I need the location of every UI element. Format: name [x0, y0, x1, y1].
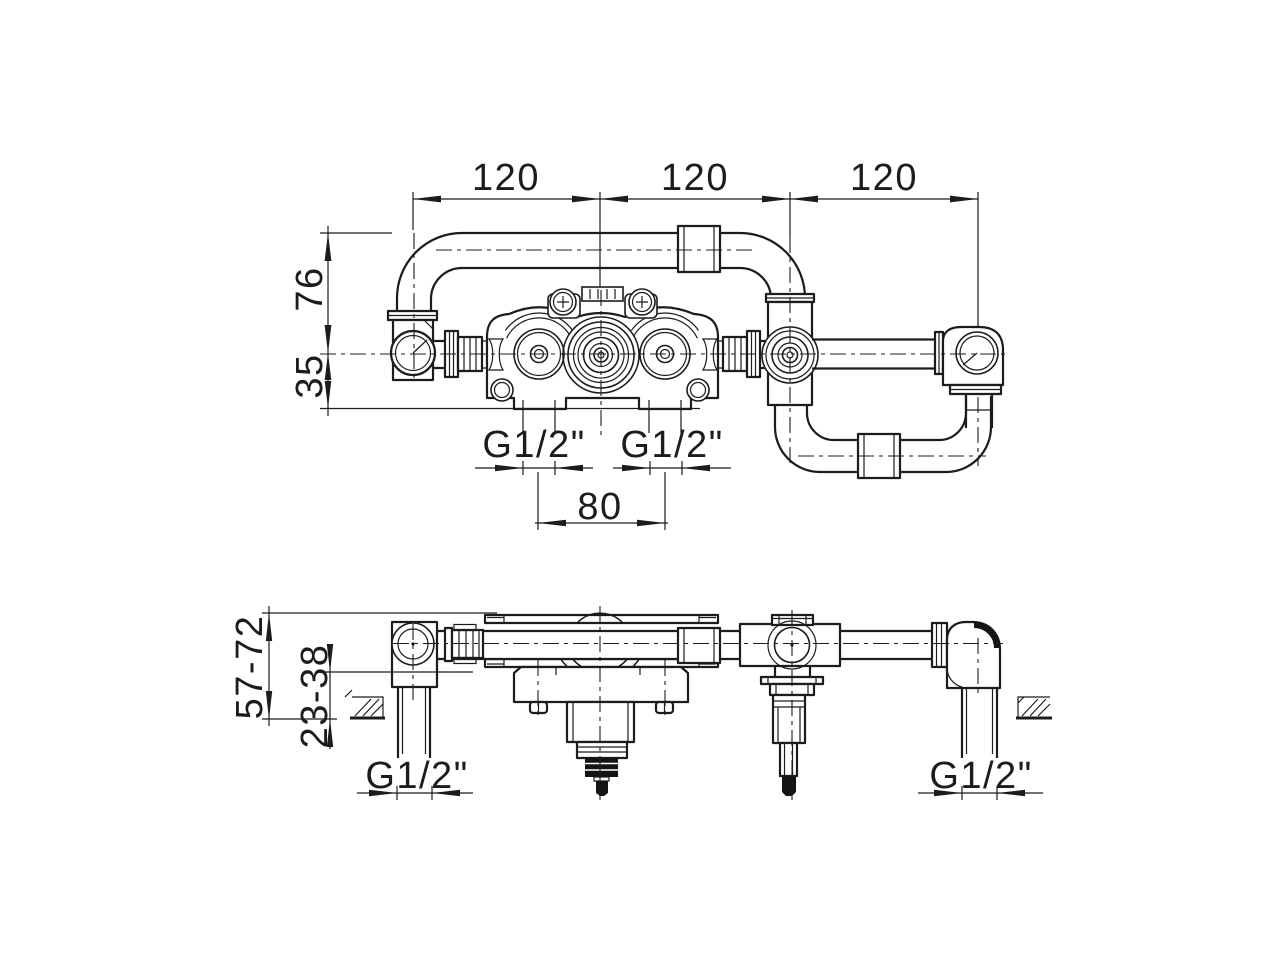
diverter-side-wing-slots: [767, 677, 817, 684]
thread-label-side-right: G1/2": [929, 755, 1032, 797]
side-spindle-nut-lines: [585, 762, 618, 771]
left-inlet-pipe: [396, 687, 432, 758]
diverter-side-tube: [773, 666, 812, 677]
valve-body-side: [512, 665, 690, 796]
thread-label-front-right: G1/2": [620, 424, 723, 466]
bottom-left-screw-inner: [493, 381, 511, 399]
top-pipe-coupling: [676, 224, 722, 274]
dim-label-80: 80: [577, 486, 622, 528]
left-union-pipe: [433, 339, 445, 370]
bottom-right-screw-inner: [689, 381, 707, 399]
side-vertical-centerlines: [412, 606, 979, 800]
wall-left-hatch: [354, 698, 384, 717]
right-elbow-side: [930, 620, 1002, 758]
top-pipe-inner-edge: [429, 266, 773, 312]
dim-label-57-72: 57-72: [229, 615, 271, 720]
dimension-lines: [268, 198, 1043, 794]
wall-section-left: [344, 689, 385, 720]
dim-label-23-38: 23-38: [294, 644, 336, 749]
left-elbow-port-inner: [394, 334, 432, 372]
left-side-tab-bottom: [453, 656, 477, 665]
front-vertical-centerlines: [413, 233, 979, 468]
left-mount-screw-inner: [552, 291, 574, 313]
right-pipe-edges: [812, 338, 935, 370]
dim-label-35: 35: [289, 353, 331, 398]
diverter-side-stem: [778, 741, 799, 778]
wall-left-outline: [344, 689, 384, 718]
diverter-side-spindle-ribs: [773, 700, 805, 743]
top-pipe-outer-edge: [395, 231, 807, 312]
left-mount-screw-cross: [557, 296, 569, 308]
side-spindle-stem: [593, 776, 610, 782]
valve-body-front: [485, 286, 768, 433]
extension-lines: [262, 192, 979, 720]
top-pipe-coupling-lines: [683, 226, 715, 272]
centerlines: [320, 233, 1006, 800]
side-pipe-coupling: [676, 626, 722, 665]
left-elbow-side: [390, 620, 485, 758]
side-pipe-coupling-lines: [683, 628, 715, 663]
leg-thread-lines: [522, 400, 682, 433]
top-boss-ticks: [589, 289, 616, 299]
right-side-flange-lines: [935, 623, 943, 667]
wall-right-hatch: [1021, 698, 1051, 717]
right-mount-screw-inner: [631, 291, 653, 313]
right-elbow-inner-arc: [946, 666, 963, 688]
diverter-side-tip: [782, 776, 796, 796]
left-elbow-chamfer: [423, 319, 434, 330]
escutcheon-arcs: [504, 312, 700, 339]
side-spindle-collar: [575, 740, 629, 760]
right-outlet-pipe-walls: [965, 688, 994, 754]
wall-section-right: [1016, 696, 1052, 720]
right-elbow-port-inner: [959, 335, 995, 371]
right-clamp-slot: [701, 338, 719, 371]
right-outlet-pipe: [960, 688, 999, 758]
side-top-plate: [483, 613, 720, 625]
dim-label-120-left: 120: [472, 157, 540, 199]
left-elbow-radius-mark: [412, 339, 428, 354]
right-drop-pipe: [964, 394, 994, 428]
thread-label-side-left: G1/2": [365, 755, 468, 797]
right-elbow-radius-mark: [962, 352, 978, 366]
side-mid-block: [512, 665, 690, 704]
right-elbow-front: [812, 325, 1005, 428]
dim-label-120-center: 120: [661, 157, 729, 199]
right-elbow-shadow-arc: [973, 622, 1000, 649]
dimensions: 120 120 120 76 35 G1/2" G1/2" 80 57-72 2…: [229, 157, 1043, 800]
dimension-arrows: [265, 195, 1025, 797]
diverter-side-step-lines: [775, 684, 809, 695]
side-spindle-tip: [596, 781, 608, 796]
left-elbow-front: [386, 309, 487, 382]
top-pipe-loop: [395, 224, 807, 312]
side-lower-block-lines: [572, 702, 629, 742]
left-elbow-side-center-dot: [411, 642, 415, 646]
diverter-side: [738, 613, 842, 796]
wall-right-outline: [1017, 696, 1050, 718]
left-clamp-slot: [487, 338, 505, 371]
thread-label-front-left: G1/2": [482, 424, 585, 466]
dim-label-76: 76: [289, 266, 331, 311]
side-bottom-plate-tabs: [487, 659, 716, 667]
bottom-pipe-loop: [773, 396, 993, 480]
right-mount-screw-cross: [636, 296, 648, 308]
side-spindle-nut: [585, 758, 618, 777]
side-mid-block-slots: [555, 667, 641, 675]
side-top-plate-tabs: [487, 615, 716, 623]
left-side-tab-top: [453, 623, 477, 632]
right-side-flange: [930, 621, 949, 669]
left-inlet-pipe-walls: [401, 687, 427, 754]
dim-label-120-right: 120: [850, 157, 918, 199]
side-spindle-collar-ribs: [577, 746, 627, 753]
top-boss: [581, 286, 624, 302]
